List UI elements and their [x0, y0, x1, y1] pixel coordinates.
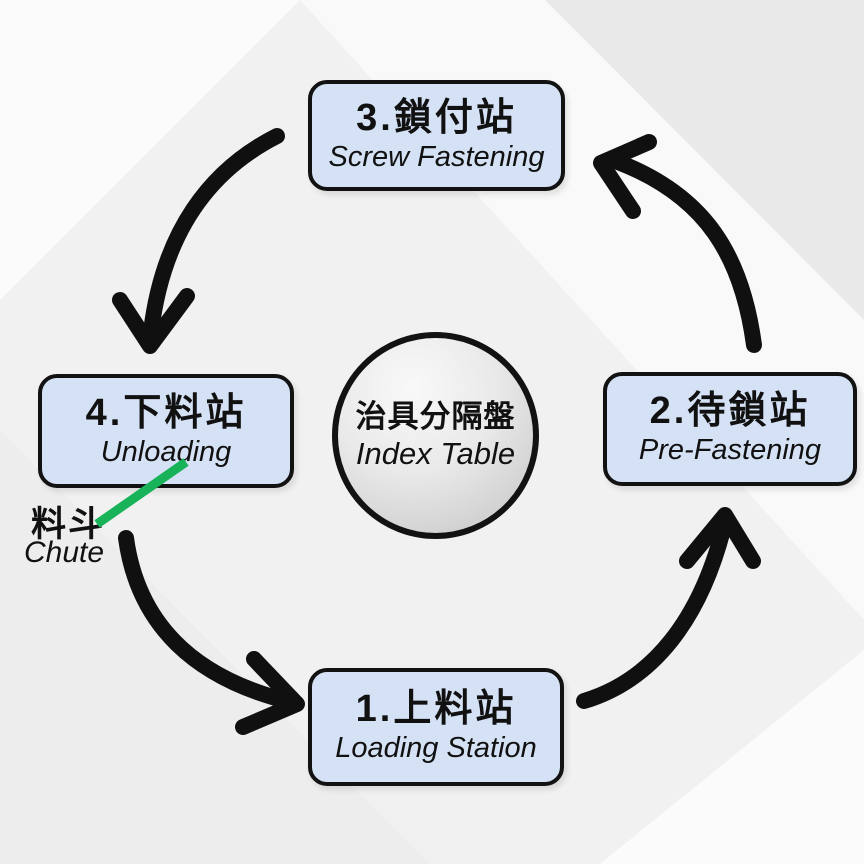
station-title-en: Unloading: [100, 436, 232, 469]
background-wedge-bottom-right: [600, 650, 864, 864]
station-title-zh: 3.鎖付站: [356, 96, 517, 139]
arrowhead-down-icon: [112, 288, 195, 354]
chute-label-en: Chute: [24, 536, 105, 569]
background-wedge-top-left: [0, 0, 300, 300]
station-title-zh: 2.待鎖站: [649, 390, 811, 433]
index-table-title-en: Index Table: [355, 435, 516, 471]
station-title-en: Pre-Fastening: [638, 434, 822, 467]
station-title-zh: 4.下料站: [85, 392, 247, 435]
arrowhead-right-icon: [235, 651, 305, 735]
background-wedge-top-right: [545, 0, 864, 320]
arrow-screw-fastening-to-unloading: [112, 128, 285, 354]
station-box-screw-fastening: 3.鎖付站 Screw Fastening: [308, 80, 565, 191]
station-box-pre-fastening: 2.待鎖站 Pre-Fastening: [603, 372, 857, 486]
station-title-en: Loading Station: [335, 732, 537, 765]
arrow-pre-fastening-to-screw-fastening: [593, 134, 762, 353]
arrowhead-up-icon: [679, 507, 761, 569]
index-table-circle: 治具分隔盤 Index Table: [332, 332, 539, 539]
station-title-en: Screw Fastening: [328, 140, 545, 173]
station-box-loading: 1.上料站 Loading Station: [308, 668, 564, 786]
arrow-curve: [118, 530, 295, 709]
arrow-curve: [143, 128, 285, 340]
station-box-unloading: 4.下料站 Unloading: [38, 374, 294, 488]
arrow-loading-to-pre-fastening: [576, 507, 761, 709]
arrow-curve: [610, 154, 762, 353]
index-table-title-zh: 治具分隔盤: [355, 399, 516, 435]
arrow-curve: [576, 522, 731, 709]
station-title-zh: 1.上料站: [355, 688, 517, 731]
arrowhead-up-left-icon: [593, 134, 657, 219]
arrow-unloading-to-loading: [118, 530, 305, 735]
